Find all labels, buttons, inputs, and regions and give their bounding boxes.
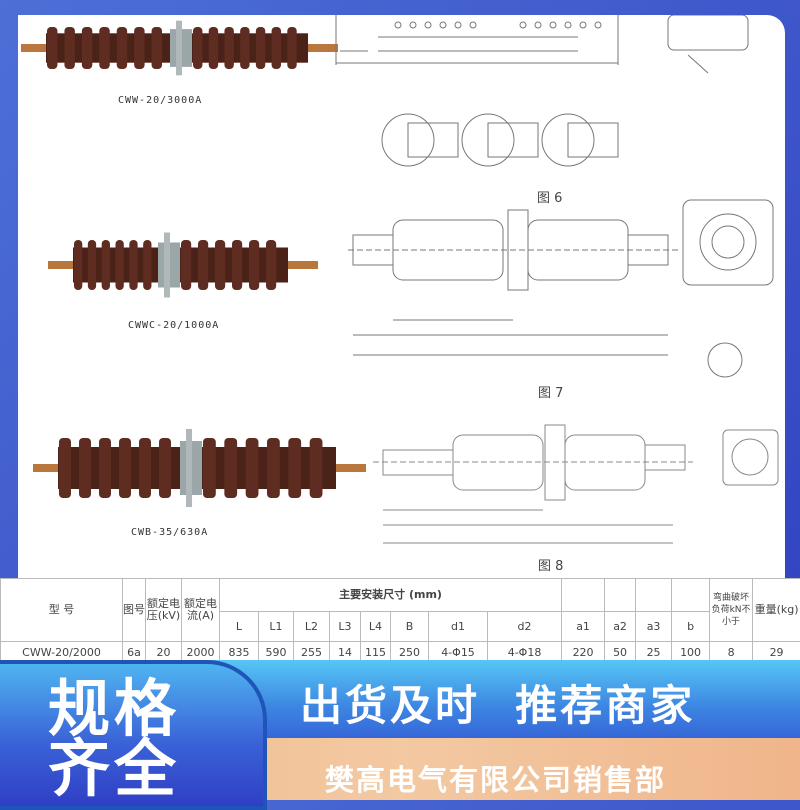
header-dim-a1: a1 — [562, 612, 605, 642]
header-bend-load: 弯曲破坏负荷kN不小于 — [710, 579, 753, 642]
header-weight: 重量(kg) — [753, 579, 800, 642]
drawing-fig8 — [353, 405, 785, 555]
product-label: CWB-35/630A — [131, 527, 208, 538]
header-dim-l3: L3 — [330, 612, 361, 642]
header-dim-l2: L2 — [294, 612, 330, 642]
figure-label-8: 图 8 — [538, 555, 563, 574]
bushing-photo-cww-20-3000a — [18, 15, 318, 95]
header-current: 额定电流(A) — [182, 579, 220, 642]
header-dim-l4: L4 — [361, 612, 391, 642]
spec-badge: 规格 齐全 — [0, 660, 267, 810]
header-dimensions: 主要安装尺寸 (mm) — [220, 579, 562, 612]
company-name: 樊高电气有限公司销售部 — [325, 757, 666, 799]
header-model: 型 号 — [1, 579, 123, 642]
header-dim-d2: d2 — [488, 612, 562, 642]
header-dim-a3: a3 — [636, 612, 672, 642]
header-fig: 图号 — [123, 579, 146, 642]
header-dim-b: B — [391, 612, 429, 642]
drawing-fig7 — [333, 200, 785, 370]
badge-line-2: 齐全 — [48, 736, 180, 802]
figure-label-7: 图 7 — [538, 382, 563, 401]
spec-table: 型 号 图号 额定电压(kV) 额定电流(A) 主要安装尺寸 (mm) 弯曲破坏… — [0, 578, 800, 664]
header-voltage: 额定电压(kV) — [146, 579, 182, 642]
slogan-text: 出货及时 推荐商家 — [300, 672, 695, 733]
header-dim-b: b — [672, 612, 710, 642]
bushing-photo-cwb-35-630a — [18, 420, 358, 515]
bushing-photo-cwwc-20-1000a — [18, 210, 318, 300]
product-label: CWW-20/3000A — [118, 95, 202, 106]
product-label: CWWC-20/1000A — [128, 320, 219, 331]
header-dim-l1: L1 — [259, 612, 294, 642]
header-dim-l: L — [220, 612, 259, 642]
header-dim-d1: d1 — [429, 612, 488, 642]
drawing-fig6 — [328, 15, 768, 195]
header-dim-a2: a2 — [605, 612, 636, 642]
